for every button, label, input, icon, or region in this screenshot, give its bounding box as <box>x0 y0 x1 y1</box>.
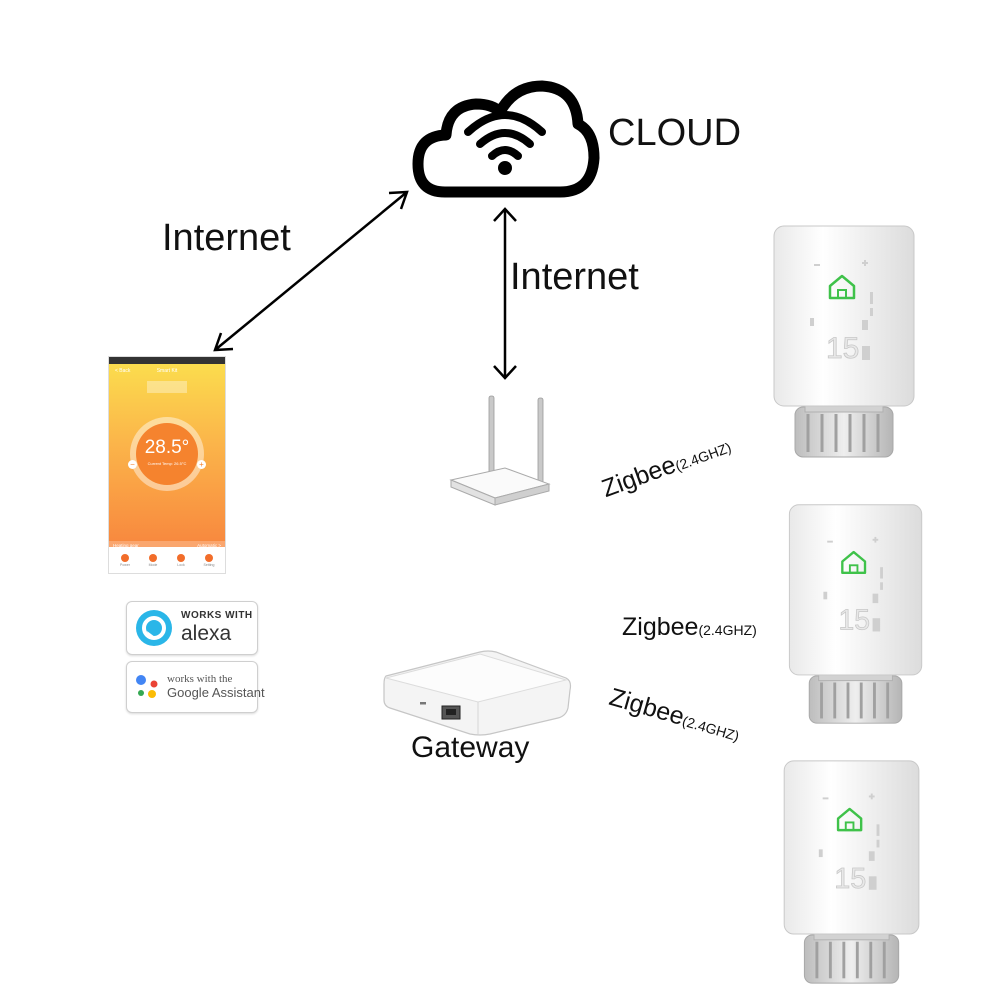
zigbee-1-name: Zigbee <box>598 450 680 504</box>
thermostat-3-display: 15 <box>834 863 866 895</box>
zigbee-3-name: Zigbee <box>606 683 688 731</box>
thermostat-1-display: 15 <box>826 332 859 365</box>
phone-mode[interactable]: Automatic > <box>197 543 221 548</box>
lock-icon <box>177 554 185 562</box>
gateway-device <box>383 650 572 736</box>
zigbee-label-1: Zigbee(2.4GHZ) <box>598 431 735 504</box>
thermostat-valve-2: 15 <box>788 504 923 724</box>
internet-label-right: Internet <box>510 256 639 298</box>
cloud-label: CLOUD <box>608 112 742 154</box>
google-assistant-icon <box>136 675 158 698</box>
tab-lock-label: Lock <box>177 563 185 567</box>
minus-button[interactable]: − <box>128 460 137 469</box>
zigbee-label-2: Zigbee(2.4GHZ) <box>622 613 757 642</box>
router-icon <box>449 395 551 506</box>
power-icon <box>121 554 129 562</box>
alexa-badge: WORKS WITH alexa <box>126 601 258 655</box>
tab-setting-label: Setting <box>203 563 215 567</box>
phone-info-box <box>147 381 187 393</box>
phone-title: Smart Kit <box>156 368 178 374</box>
phone-nav-bar: < Back Smart Kit <box>109 366 225 376</box>
phone-heating-gear: Heating gear <box>113 543 139 548</box>
phone-current-temp: Current Temp: 26.5°C <box>147 461 187 466</box>
thermostat-valve-3: 15 <box>783 760 920 984</box>
phone-tab-bar: Power Mode Lock Setting <box>109 553 225 573</box>
zigbee-2-name: Zigbee <box>622 613 699 641</box>
internet-arrow-vertical <box>493 207 517 380</box>
google-line1: works with the <box>167 673 233 685</box>
alexa-line1: WORKS WITH <box>181 610 253 621</box>
phone-app-screen: < Back Smart Kit 28.5° Current Temp: 26.… <box>108 356 226 574</box>
phone-status-bar <box>109 357 225 364</box>
tab-power[interactable]: Power <box>113 553 137 567</box>
zigbee-2-freq: (2.4GHZ) <box>698 622 757 638</box>
cloud-icon <box>412 80 600 198</box>
zigbee-label-3: Zigbee(2.4GHZ) <box>606 683 744 748</box>
phone-heating-row: Heating gear Automatic > <box>109 541 225 550</box>
tab-setting[interactable]: Setting <box>197 553 221 567</box>
mode-icon <box>149 554 157 562</box>
temperature-dial: 28.5° Current Temp: 26.5°C − + <box>128 417 206 491</box>
plus-button[interactable]: + <box>197 460 206 469</box>
alexa-icon <box>136 610 172 646</box>
tab-mode[interactable]: Mode <box>141 553 165 567</box>
thermostat-valve-1: 15 <box>773 225 915 458</box>
zigbee-1-freq: (2.4GHZ) <box>673 439 734 475</box>
internet-label-left: Internet <box>162 217 291 259</box>
alexa-line2: alexa <box>181 622 232 645</box>
temperature-dial-inner: 28.5° Current Temp: 26.5°C <box>136 423 198 485</box>
zigbee-3-freq: (2.4GHZ) <box>680 712 742 745</box>
internet-arrow-diagonal <box>213 190 409 352</box>
tab-power-label: Power <box>120 563 130 567</box>
tab-mode-label: Mode <box>148 563 158 567</box>
google-assistant-badge: works with the Google Assistant <box>126 661 265 713</box>
phone-temperature: 28.5° <box>144 437 190 458</box>
thermostat-2-display: 15 <box>839 605 871 637</box>
phone-back-button[interactable]: < Back <box>115 368 131 374</box>
gateway-label: Gateway <box>411 731 530 764</box>
tab-lock[interactable]: Lock <box>169 553 193 567</box>
google-line2: Google Assistant <box>167 685 265 700</box>
setting-icon <box>205 554 213 562</box>
